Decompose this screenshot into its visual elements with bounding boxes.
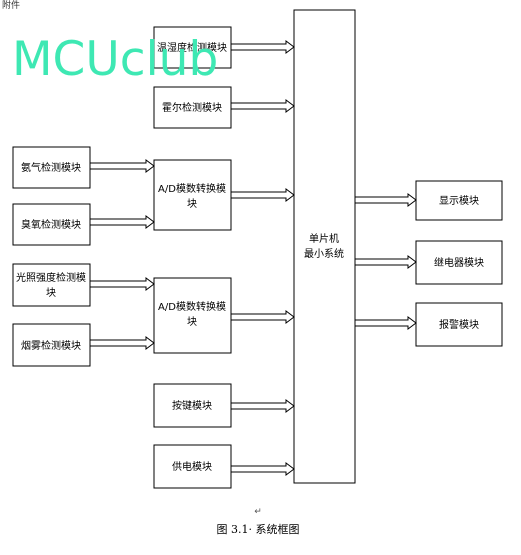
adc-bottom-label-line2: 块 (187, 316, 197, 328)
power-block: 供电模块 (153, 444, 232, 489)
figure-caption: 图 3.1· 系统框图 (217, 523, 300, 536)
arrow-hall-to-mcu (231, 99, 295, 113)
adc-top-label-line1: A/D模数转换模 (158, 182, 226, 195)
ozone-label: 臭氧检测模块 (21, 218, 81, 231)
arrow-mcu-to-display (355, 193, 417, 207)
arrow-temp-to-mcu (231, 40, 295, 54)
arrow-mcu-to-alarm (355, 316, 417, 330)
temp-humidity-block: 温湿度检测模块 (153, 26, 232, 69)
corner-label: 附件 (2, 0, 20, 11)
arrow-power-to-mcu (231, 462, 295, 476)
hall-block: 霍尔检测模块 (153, 86, 232, 129)
adc-top-block: A/D模数转换模 块 (153, 159, 232, 231)
light-label-line1: 光照强度检测模 (16, 271, 86, 284)
arrow-key-to-mcu (231, 399, 295, 413)
arrow-light-to-adc (90, 277, 155, 291)
ammonia-block: 氨气检测模块 (12, 146, 91, 189)
key-label: 按键模块 (172, 399, 212, 412)
watermark-text: MCUclub (12, 32, 218, 87)
arrow-ammonia-to-adc (90, 159, 155, 173)
temp-humidity-label: 温湿度检测模块 (157, 41, 227, 54)
adc-bottom-block: A/D模数转换模 块 (153, 277, 232, 354)
smoke-label: 烟雾检测模块 (21, 339, 81, 352)
relay-label: 继电器模块 (434, 256, 484, 269)
key-block: 按键模块 (153, 383, 232, 428)
light-block: 光照强度检测模 块 (12, 263, 91, 307)
arrow-smoke-to-adc (90, 336, 155, 350)
power-label: 供电模块 (172, 460, 212, 473)
arrow-ozone-to-adc (90, 215, 155, 229)
arrow-mcu-to-relay (355, 255, 417, 269)
light-label-line2: 块 (46, 287, 56, 299)
alarm-label: 报警模块 (439, 318, 479, 331)
mcu-label-line1: 单片机 (309, 232, 339, 245)
arrow-adc-bottom-to-mcu (231, 310, 295, 324)
ozone-block: 臭氧检测模块 (12, 203, 91, 246)
hall-label: 霍尔检测模块 (162, 101, 222, 114)
display-block: 显示模块 (415, 180, 503, 221)
mcu-label-line2: 最小系统 (304, 247, 344, 260)
arrow-adc-top-to-mcu (231, 188, 295, 202)
mcu-block: 单片机 最小系统 (293, 9, 356, 484)
paragraph-mark: ↵ (254, 507, 262, 517)
relay-block: 继电器模块 (415, 240, 503, 285)
alarm-block: 报警模块 (415, 302, 503, 347)
smoke-block: 烟雾检测模块 (12, 323, 91, 367)
adc-bottom-label-line1: A/D模数转换模 (158, 300, 226, 313)
display-label: 显示模块 (439, 195, 479, 207)
adc-top-label-line2: 块 (187, 198, 197, 210)
ammonia-label: 氨气检测模块 (21, 161, 81, 174)
